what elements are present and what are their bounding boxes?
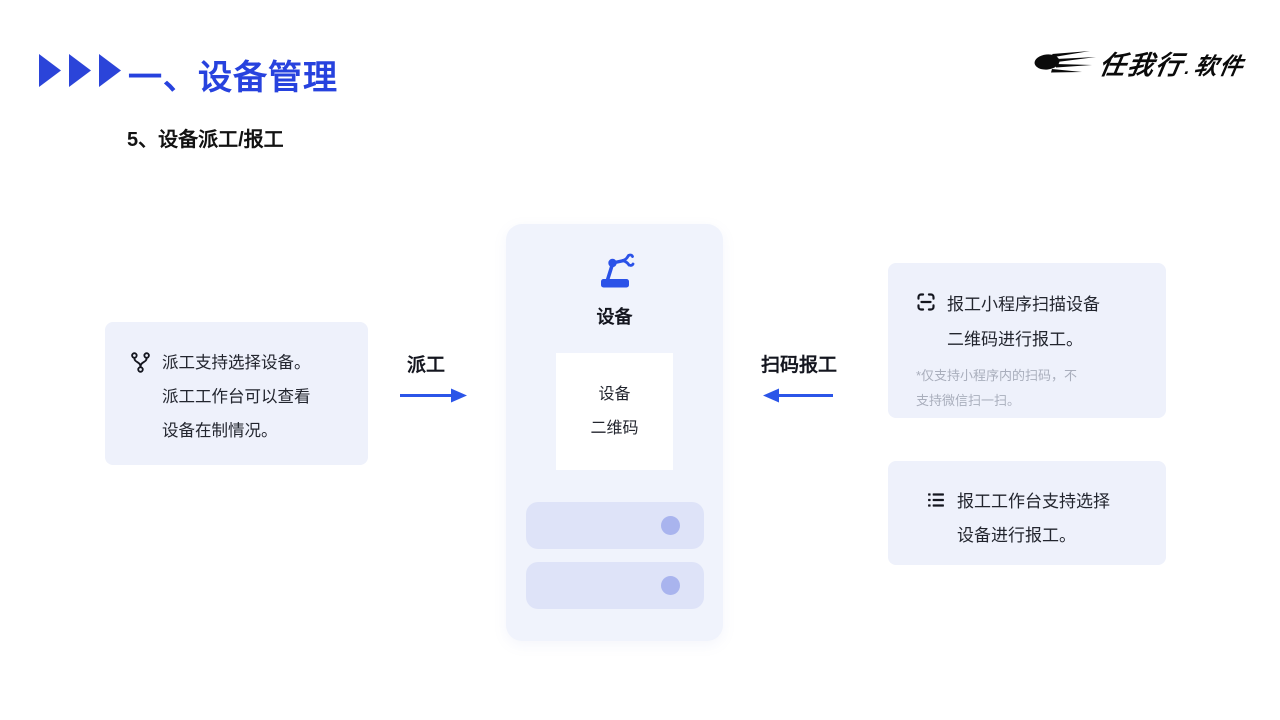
robot-arm-icon [600, 253, 634, 288]
section-subtitle: 5、设备派工/报工 [127, 129, 284, 151]
device-card: 设备 设备 二维码 [506, 224, 723, 641]
device-row-placeholder [525, 562, 704, 609]
logo-brand-main: 任我行 [1097, 50, 1187, 80]
status-dot [660, 576, 680, 595]
scan-report-text: 报工小程序扫描设备 二维码进行报工。 [947, 295, 1100, 349]
device-row-placeholder [525, 502, 704, 549]
dispatch-arrow-icon [400, 388, 467, 403]
list-icon [926, 490, 946, 515]
workbench-report-info-card: 报工工作台支持选择 设备进行报工。 [888, 461, 1166, 565]
dispatch-info-text: 派工支持选择设备。 派工工作台可以查看 设备在制情况。 [162, 354, 311, 440]
workbench-report-text: 报工工作台支持选择 设备进行报工。 [957, 492, 1110, 545]
scan-report-info-card: 报工小程序扫描设备 二维码进行报工。 *仅支持小程序内的扫码，不 支持微信扫一扫… [888, 263, 1166, 418]
logo-brand-sub: 软件 [1192, 53, 1247, 79]
dispatch-info-card: 派工支持选择设备。 派工工作台可以查看 设备在制情况。 [105, 322, 368, 465]
speed-swoosh-icon [1034, 50, 1096, 72]
scan-report-flow-label: 扫码报工 [761, 355, 838, 376]
scan-report-note: *仅支持小程序内的扫码，不 支持微信扫一扫。 [916, 368, 1078, 408]
company-logo: 任我行 . 软件 [1034, 45, 1247, 82]
status-dot [660, 516, 680, 535]
branch-icon [130, 351, 151, 379]
title-triangles-icon [38, 53, 122, 89]
scan-report-arrow-icon [763, 388, 833, 403]
dispatch-flow-label: 派工 [407, 355, 446, 376]
device-qr-box: 设备 二维码 [556, 353, 673, 470]
logo-text: 任我行 . 软件 [1097, 45, 1249, 82]
scan-icon [916, 292, 936, 317]
qr-box-line: 二维码 [590, 419, 639, 437]
page-title: 一、设备管理 [128, 59, 338, 97]
qr-box-line: 设备 [598, 385, 631, 403]
device-card-title: 设备 [596, 307, 633, 327]
